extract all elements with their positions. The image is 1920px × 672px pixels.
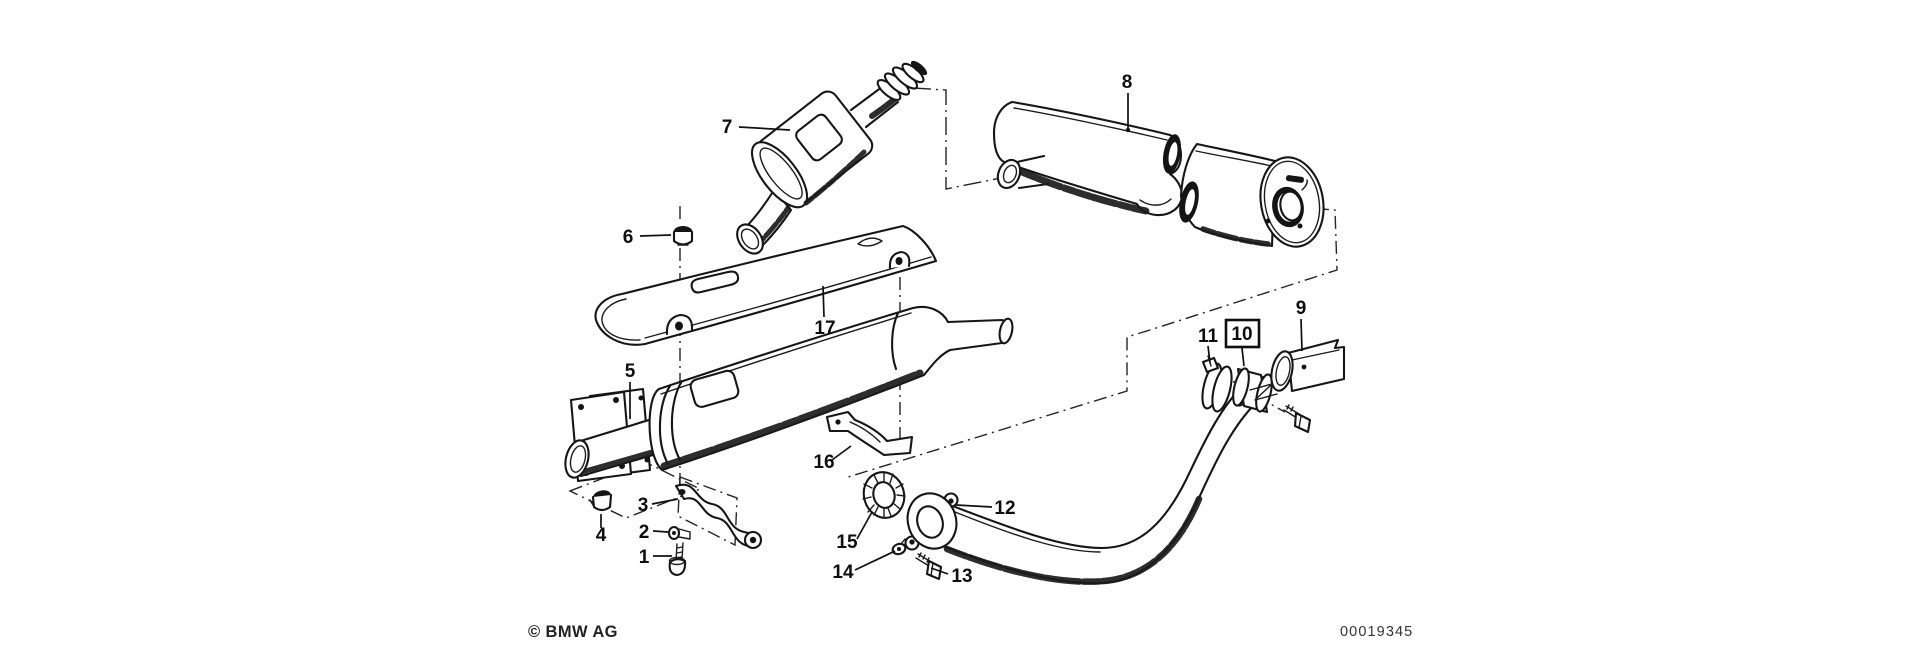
part-4-nut [589, 490, 613, 512]
part-15-gasket-ring [862, 471, 906, 519]
part-9-tailpipe-trim [1249, 338, 1346, 401]
callout-11[interactable]: 11 [1198, 326, 1219, 347]
callout-2[interactable]: 2 [639, 522, 650, 543]
part-10-clamp-sleeve [1232, 367, 1273, 414]
part-12-flange [904, 492, 959, 551]
callout-leaders [600, 93, 1303, 575]
callouts: 1 2 3 4 5 6 7 8 9 10 11 12 13 14 15 16 1… [596, 72, 1307, 587]
callout-9[interactable]: 9 [1296, 298, 1307, 319]
part-13-bolt [915, 552, 943, 581]
part-17-heat-shield [594, 224, 938, 346]
copyright-text: © BMW AG [528, 623, 618, 641]
callout-4[interactable]: 4 [596, 525, 607, 546]
callout-10[interactable]: 10 [1231, 324, 1252, 345]
part-2-screw [667, 525, 691, 541]
callout-16[interactable]: 16 [813, 452, 834, 473]
part-11-clamp [1201, 355, 1233, 413]
callout-6[interactable]: 6 [623, 227, 634, 248]
callout-1[interactable]: 1 [639, 547, 650, 568]
callout-3[interactable]: 3 [638, 495, 649, 516]
callout-17[interactable]: 17 [814, 318, 835, 339]
callout-7[interactable]: 7 [722, 117, 733, 138]
part-3-bracket [674, 483, 763, 550]
part-5-front-silencer [564, 305, 1014, 483]
part-1-bolt [668, 542, 687, 577]
part-16-clamp-strap [825, 410, 914, 457]
document-number: 00019345 [1340, 624, 1413, 640]
callout-14[interactable]: 14 [832, 562, 854, 583]
callout-5[interactable]: 5 [625, 361, 636, 382]
callout-8[interactable]: 8 [1122, 72, 1133, 93]
callout-10-box[interactable]: 10 [1224, 318, 1261, 349]
part-7-front-muffler [736, 60, 928, 255]
clamp-bolt [1283, 404, 1312, 434]
callout-12[interactable]: 12 [994, 498, 1015, 519]
callout-15[interactable]: 15 [836, 532, 858, 553]
part-8-rear-muffler [992, 100, 1325, 248]
callout-13[interactable]: 13 [951, 566, 972, 587]
part-14-washer [891, 538, 907, 556]
part-6-nut [672, 226, 694, 246]
